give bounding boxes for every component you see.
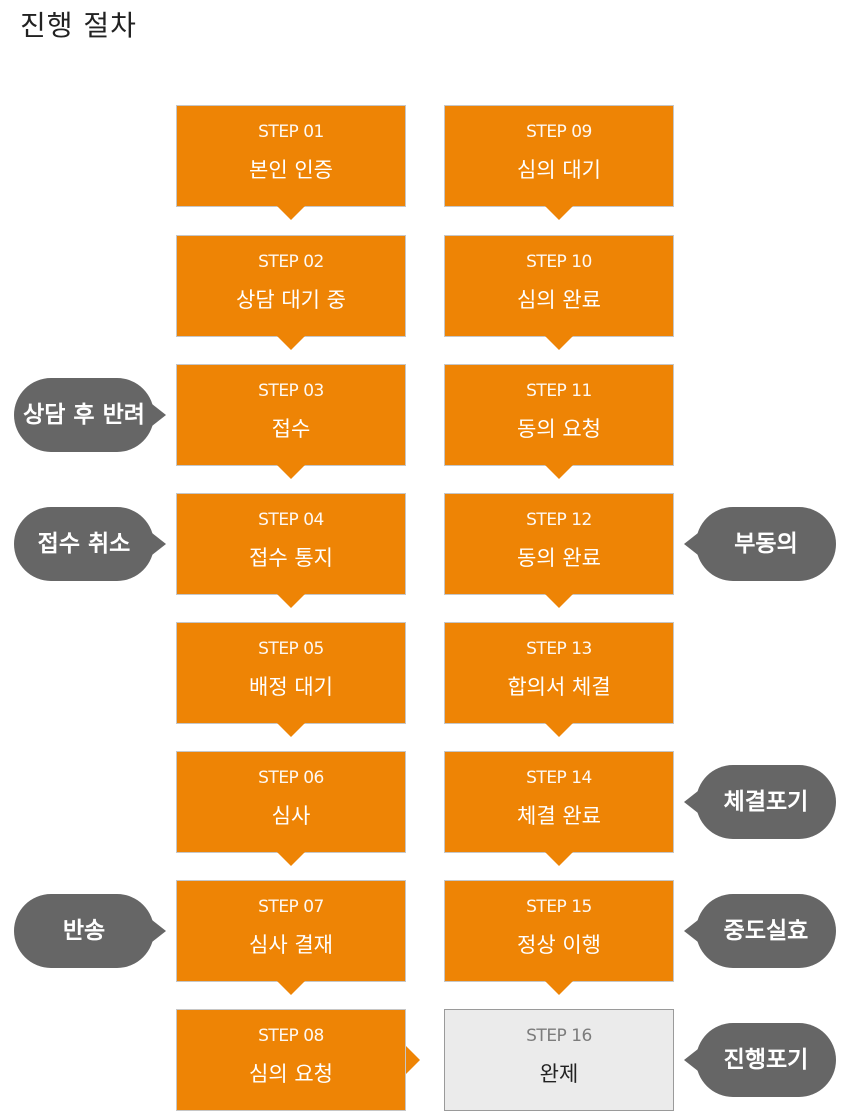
step-10: STEP 10 심의 완료 [444, 235, 674, 337]
step-09: STEP 09 심의 대기 [444, 105, 674, 207]
step-number: STEP 07 [258, 897, 324, 917]
bubble-pointer-icon [684, 920, 698, 942]
bubble-pointer-icon [152, 533, 166, 555]
step-name: 동의 요청 [517, 417, 601, 441]
step-name: 체결 완료 [517, 804, 601, 828]
step-name: 심사 [271, 804, 311, 828]
step-number: STEP 16 [526, 1026, 592, 1046]
step-03: STEP 03 접수 [176, 364, 406, 466]
step-01: STEP 01 본인 인증 [176, 105, 406, 207]
step-06: STEP 06 심사 [176, 751, 406, 853]
step-name: 상담 대기 중 [236, 288, 346, 312]
arrow-down-icon [277, 723, 305, 737]
step-number: STEP 10 [526, 252, 592, 272]
step-number: STEP 06 [258, 768, 324, 788]
step-number: STEP 02 [258, 252, 324, 272]
exit-bubble-signing-abandoned: 체결포기 [696, 765, 836, 839]
arrow-down-icon [545, 852, 573, 866]
bubble-pointer-icon [684, 533, 698, 555]
step-12: STEP 12 동의 완료 [444, 493, 674, 595]
step-name: 심의 대기 [517, 158, 601, 182]
exit-bubble-lapsed: 중도실효 [696, 894, 836, 968]
step-08: STEP 08 심의 요청 [176, 1009, 406, 1111]
step-02: STEP 02 상담 대기 중 [176, 235, 406, 337]
step-name: 심의 요청 [249, 1062, 333, 1086]
step-name: 심사 결재 [249, 933, 333, 957]
arrow-down-icon [545, 981, 573, 995]
step-name: 합의서 체결 [507, 675, 611, 699]
step-name: 본인 인증 [249, 158, 333, 182]
step-name: 완제 [539, 1062, 579, 1086]
step-name: 접수 통지 [249, 546, 333, 570]
step-number: STEP 11 [526, 381, 592, 401]
arrow-down-icon [277, 336, 305, 350]
exit-bubble-abandoned: 진행포기 [696, 1023, 836, 1097]
step-16: STEP 16 완제 [444, 1009, 674, 1111]
step-14: STEP 14 체결 완료 [444, 751, 674, 853]
step-04: STEP 04 접수 통지 [176, 493, 406, 595]
arrow-down-icon [277, 206, 305, 220]
step-number: STEP 08 [258, 1026, 324, 1046]
exit-bubble-returned: 반송 [14, 894, 154, 968]
step-name: 심의 완료 [517, 288, 601, 312]
exit-bubble-disagree: 부동의 [696, 507, 836, 581]
step-number: STEP 14 [526, 768, 592, 788]
step-number: STEP 15 [526, 897, 592, 917]
step-name: 접수 [271, 417, 311, 441]
step-number: STEP 04 [258, 510, 324, 530]
arrow-down-icon [545, 336, 573, 350]
step-number: STEP 03 [258, 381, 324, 401]
step-05: STEP 05 배정 대기 [176, 622, 406, 724]
arrow-down-icon [545, 594, 573, 608]
arrow-right-icon [406, 1046, 420, 1074]
step-07: STEP 07 심사 결재 [176, 880, 406, 982]
arrow-down-icon [277, 981, 305, 995]
arrow-down-icon [545, 723, 573, 737]
step-name: 배정 대기 [249, 675, 333, 699]
step-number: STEP 01 [258, 122, 324, 142]
exit-bubble-consult-rejected: 상담 후 반려 [14, 378, 154, 452]
bubble-pointer-icon [684, 791, 698, 813]
step-number: STEP 13 [526, 639, 592, 659]
arrow-down-icon [545, 465, 573, 479]
arrow-down-icon [277, 852, 305, 866]
arrow-down-icon [277, 465, 305, 479]
step-13: STEP 13 합의서 체결 [444, 622, 674, 724]
step-11: STEP 11 동의 요청 [444, 364, 674, 466]
arrow-down-icon [277, 594, 305, 608]
step-15: STEP 15 정상 이행 [444, 880, 674, 982]
step-number: STEP 09 [526, 122, 592, 142]
bubble-pointer-icon [152, 920, 166, 942]
step-number: STEP 05 [258, 639, 324, 659]
arrow-down-icon [545, 206, 573, 220]
step-name: 동의 완료 [517, 546, 601, 570]
page-title: 진행 절차 [20, 9, 137, 42]
step-number: STEP 12 [526, 510, 592, 530]
bubble-pointer-icon [152, 404, 166, 426]
bubble-pointer-icon [684, 1049, 698, 1071]
step-name: 정상 이행 [517, 933, 601, 957]
exit-bubble-receipt-cancelled: 접수 취소 [14, 507, 154, 581]
